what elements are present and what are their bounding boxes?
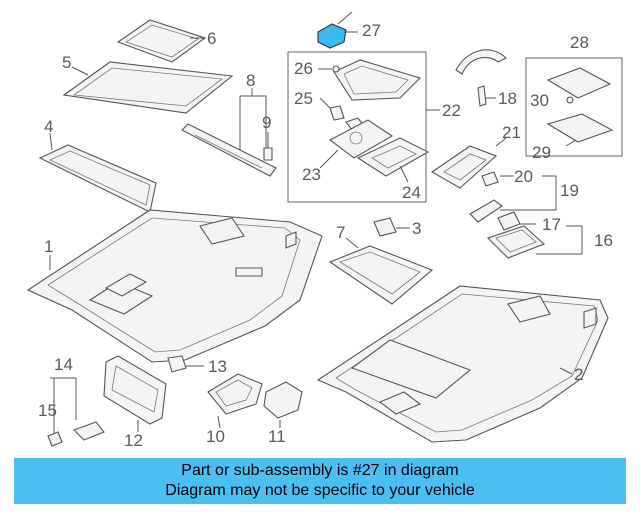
box-28	[525, 57, 623, 157]
part-8-strip	[181, 88, 277, 177]
callout-28: 28	[570, 33, 589, 52]
part-28-switch	[546, 67, 612, 99]
callout-13: 13	[208, 357, 227, 376]
callout-4: 4	[44, 117, 53, 136]
part-19-harness	[469, 199, 503, 223]
box-22	[287, 51, 427, 203]
banner-line-1: Part or sub-assembly is #27 in diagram	[181, 462, 459, 479]
callout-9: 9	[262, 113, 271, 132]
callout-16: 16	[594, 231, 613, 250]
callout-14: 14	[54, 355, 73, 374]
callout-24: 24	[402, 183, 421, 202]
part-3-clip	[373, 217, 410, 237]
parts-diagram: 27 6 5 4 8 9 1 7 3 26 25 23 24 22 18 28 …	[26, 11, 623, 450]
part-15-clip	[47, 431, 63, 447]
part-6-panel	[116, 19, 207, 63]
part-30-screw	[566, 96, 574, 104]
part-7-sunroof-frame	[328, 237, 434, 305]
part-20-connector	[481, 171, 514, 187]
callout-27: 27	[362, 21, 381, 40]
callout-26: 26	[294, 59, 313, 78]
callout-5: 5	[62, 53, 71, 72]
callout-29: 29	[532, 143, 551, 162]
part-4-panel	[38, 132, 157, 213]
part-9-clip	[263, 132, 273, 161]
part-13-holder	[167, 355, 204, 373]
callout-11: 11	[268, 427, 286, 446]
part-23-lamp-panel	[319, 119, 394, 169]
part-12-sun-visor	[103, 355, 167, 432]
part-24-lamp-lens	[356, 137, 430, 183]
part-17-lamp	[497, 211, 536, 231]
part-2-headliner	[316, 285, 609, 443]
callout-18: 18	[498, 89, 517, 108]
callout-22: 22	[442, 101, 461, 120]
callout-2: 2	[574, 365, 583, 384]
leader-16	[536, 225, 583, 255]
callout-17: 17	[542, 215, 561, 234]
callout-15: 15	[38, 401, 57, 420]
part-1-headliner	[26, 209, 323, 363]
callout-19: 19	[560, 181, 579, 200]
part-16-lamp-assembly	[486, 225, 546, 259]
part-26-screw	[318, 65, 340, 73]
callout-10: 10	[206, 427, 225, 446]
part-18-handle	[455, 49, 507, 107]
part-14-bracket	[73, 421, 105, 441]
callout-6: 6	[207, 29, 216, 48]
part-5-panel	[62, 61, 234, 114]
callout-23: 23	[302, 165, 321, 184]
leader-14	[50, 377, 77, 436]
callout-3: 3	[412, 219, 421, 238]
part-27-highlighted	[317, 11, 358, 49]
banner-line-2: Diagram may not be specific to your vehi…	[165, 482, 475, 499]
callout-25: 25	[294, 89, 313, 108]
info-banner: Part or sub-assembly is #27 in diagram D…	[14, 458, 626, 504]
callout-1: 1	[44, 237, 53, 256]
part-10-housing	[207, 373, 263, 429]
leader-19	[500, 175, 557, 211]
callout-12: 12	[124, 431, 143, 450]
callout-21: 21	[502, 123, 521, 142]
callout-8: 8	[246, 71, 255, 90]
part-27-shape	[317, 23, 347, 49]
callout-30: 30	[530, 91, 549, 110]
part-29-bracket	[546, 113, 614, 147]
callout-7: 7	[336, 223, 345, 242]
part-21-bracket	[430, 137, 507, 189]
part-11-switch	[263, 381, 303, 428]
part-22-console	[333, 59, 422, 101]
callout-20: 20	[514, 167, 533, 186]
